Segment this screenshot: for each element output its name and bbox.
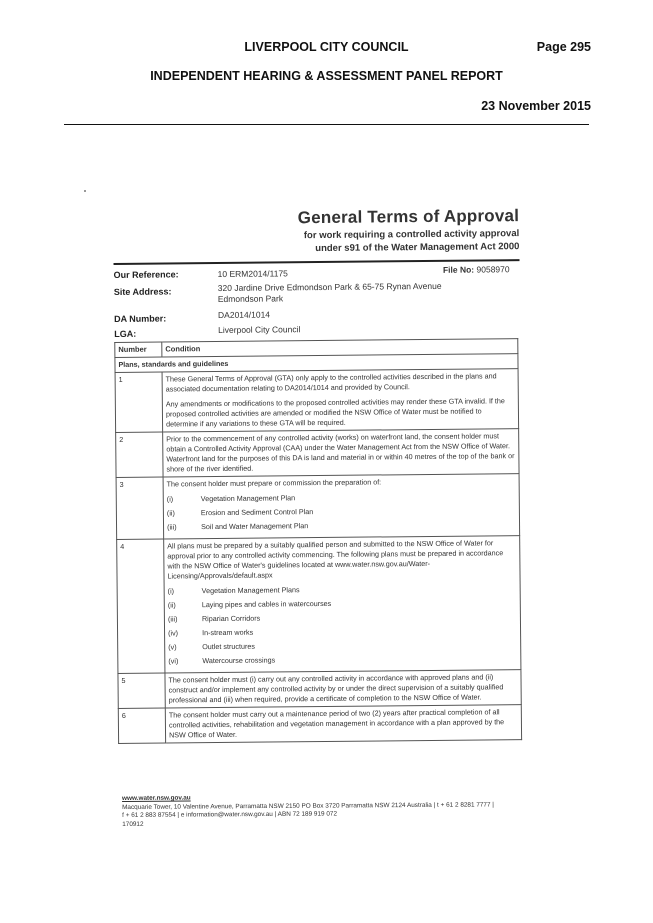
gta-subtitle-2: under s91 of the Water Management Act 20… [315,241,520,255]
condition-paragraph: Prior to the commencement of any control… [166,431,515,474]
list-item-numeral: (vi) [168,656,179,666]
da-number-value: DA2014/1014 [217,309,271,320]
da-number-label: DA Number: [113,313,167,324]
list-item: (ii) Erosion and Sediment Control Plan [167,505,516,518]
site-address-label: Site Address: [113,286,172,297]
report-date: 23 November 2015 [481,99,591,113]
condition-text: All plans must be prepared by a suitably… [163,535,521,674]
list-item-text: Vegetation Management Plan [200,493,296,504]
condition-number: 2 [115,432,164,478]
lga-label: LGA: [114,328,137,339]
list-item-numeral: (ii) [167,600,176,610]
condition-paragraph: All plans must be prepared by a suitably… [167,538,504,581]
report-title: INDEPENDENT HEARING & ASSESSMENT PANEL R… [150,69,503,83]
list-item-numeral: (iv) [168,628,179,638]
condition-paragraph: The consent holder must prepare or commi… [166,477,382,489]
our-reference-value: 10 ERM2014/1175 [217,268,288,279]
file-number: File No: 9058970 [443,264,510,275]
list-item-text: Riparian Corridors [201,613,261,624]
list-item: (iii) Soil and Water Management Plan [167,519,516,532]
list-item-numeral: (iii) [167,522,177,532]
list-item-text: In-stream works [202,627,254,638]
conditions-table: Number Condition Plans, standards and gu… [114,338,523,744]
list-item-text: Soil and Water Management Plan [201,521,309,532]
condition-paragraph: Any amendments or modifications to the p… [165,396,505,429]
file-no-label: File No: [442,264,475,275]
document-footer: www.water.nsw.gov.au Macquarie Tower, 10… [122,792,494,829]
site-address-line-2: Edmondson Park [217,293,284,304]
list-item-numeral: (v) [168,642,177,652]
list-item-numeral: (iii) [167,614,178,624]
condition-text: The consent holder must (i) carry out an… [164,669,522,709]
list-item-text: Erosion and Sediment Control Plan [200,507,314,518]
condition-number: 1 [115,372,163,433]
list-item-numeral: (ii) [166,508,175,518]
page-number: Page 295 [536,40,591,54]
file-no-value: 9058970 [476,264,510,275]
list-item: (v) Outlet structures [168,639,517,652]
condition-number: 5 [117,673,166,709]
condition-number: 6 [118,708,166,744]
our-reference-label: Our Reference: [113,269,179,280]
condition-paragraph: These General Terms of Approval (GTA) on… [165,371,497,394]
list-item: (vi) Watercourse crossings [168,653,517,666]
condition-text: The consent holder must carry out a main… [165,704,522,744]
condition-paragraph: The consent holder must (i) carry out an… [168,672,504,705]
list-item: (iv) In-stream works [168,625,517,638]
header-divider [64,124,589,125]
site-address-line-1: 320 Jardine Drive Edmondson Park & 65-75… [217,280,442,293]
list-item-text: Watercourse crossings [202,655,276,666]
condition-text: The consent holder must prepare or commi… [163,473,520,540]
scan-speck [84,190,86,192]
condition-text: Prior to the commencement of any control… [162,428,520,478]
list-item: (i) Vegetation Management Plans [168,583,517,596]
condition-number: 3 [116,477,164,540]
council-name: LIVERPOOL CITY COUNCIL [244,40,409,54]
lga-value: Liverpool City Council [218,324,301,335]
condition-paragraph: The consent holder must carry out a main… [168,707,505,740]
list-item: (iii) Riparian Corridors [168,611,517,624]
gta-title: General Terms of Approval [297,206,520,228]
list-item-text: Vegetation Management Plans [201,585,300,596]
list-item-numeral: (i) [167,586,175,596]
condition-number: 4 [116,539,165,674]
scanned-document: General Terms of Approval for work requi… [113,206,523,744]
list-item-numeral: (i) [166,494,174,504]
list-item-text: Outlet structures [202,641,255,652]
col-number-header: Number [114,342,162,358]
list-item-text: Laying pipes and cables in watercourses [201,598,332,610]
gta-subtitle-1: for work requiring a controlled activity… [303,228,520,242]
list-item: (ii) Laying pipes and cables in watercour… [168,597,517,610]
list-item: (i) Vegetation Management Plan [167,491,516,504]
condition-text: These General Terms of Approval (GTA) on… [162,368,519,433]
